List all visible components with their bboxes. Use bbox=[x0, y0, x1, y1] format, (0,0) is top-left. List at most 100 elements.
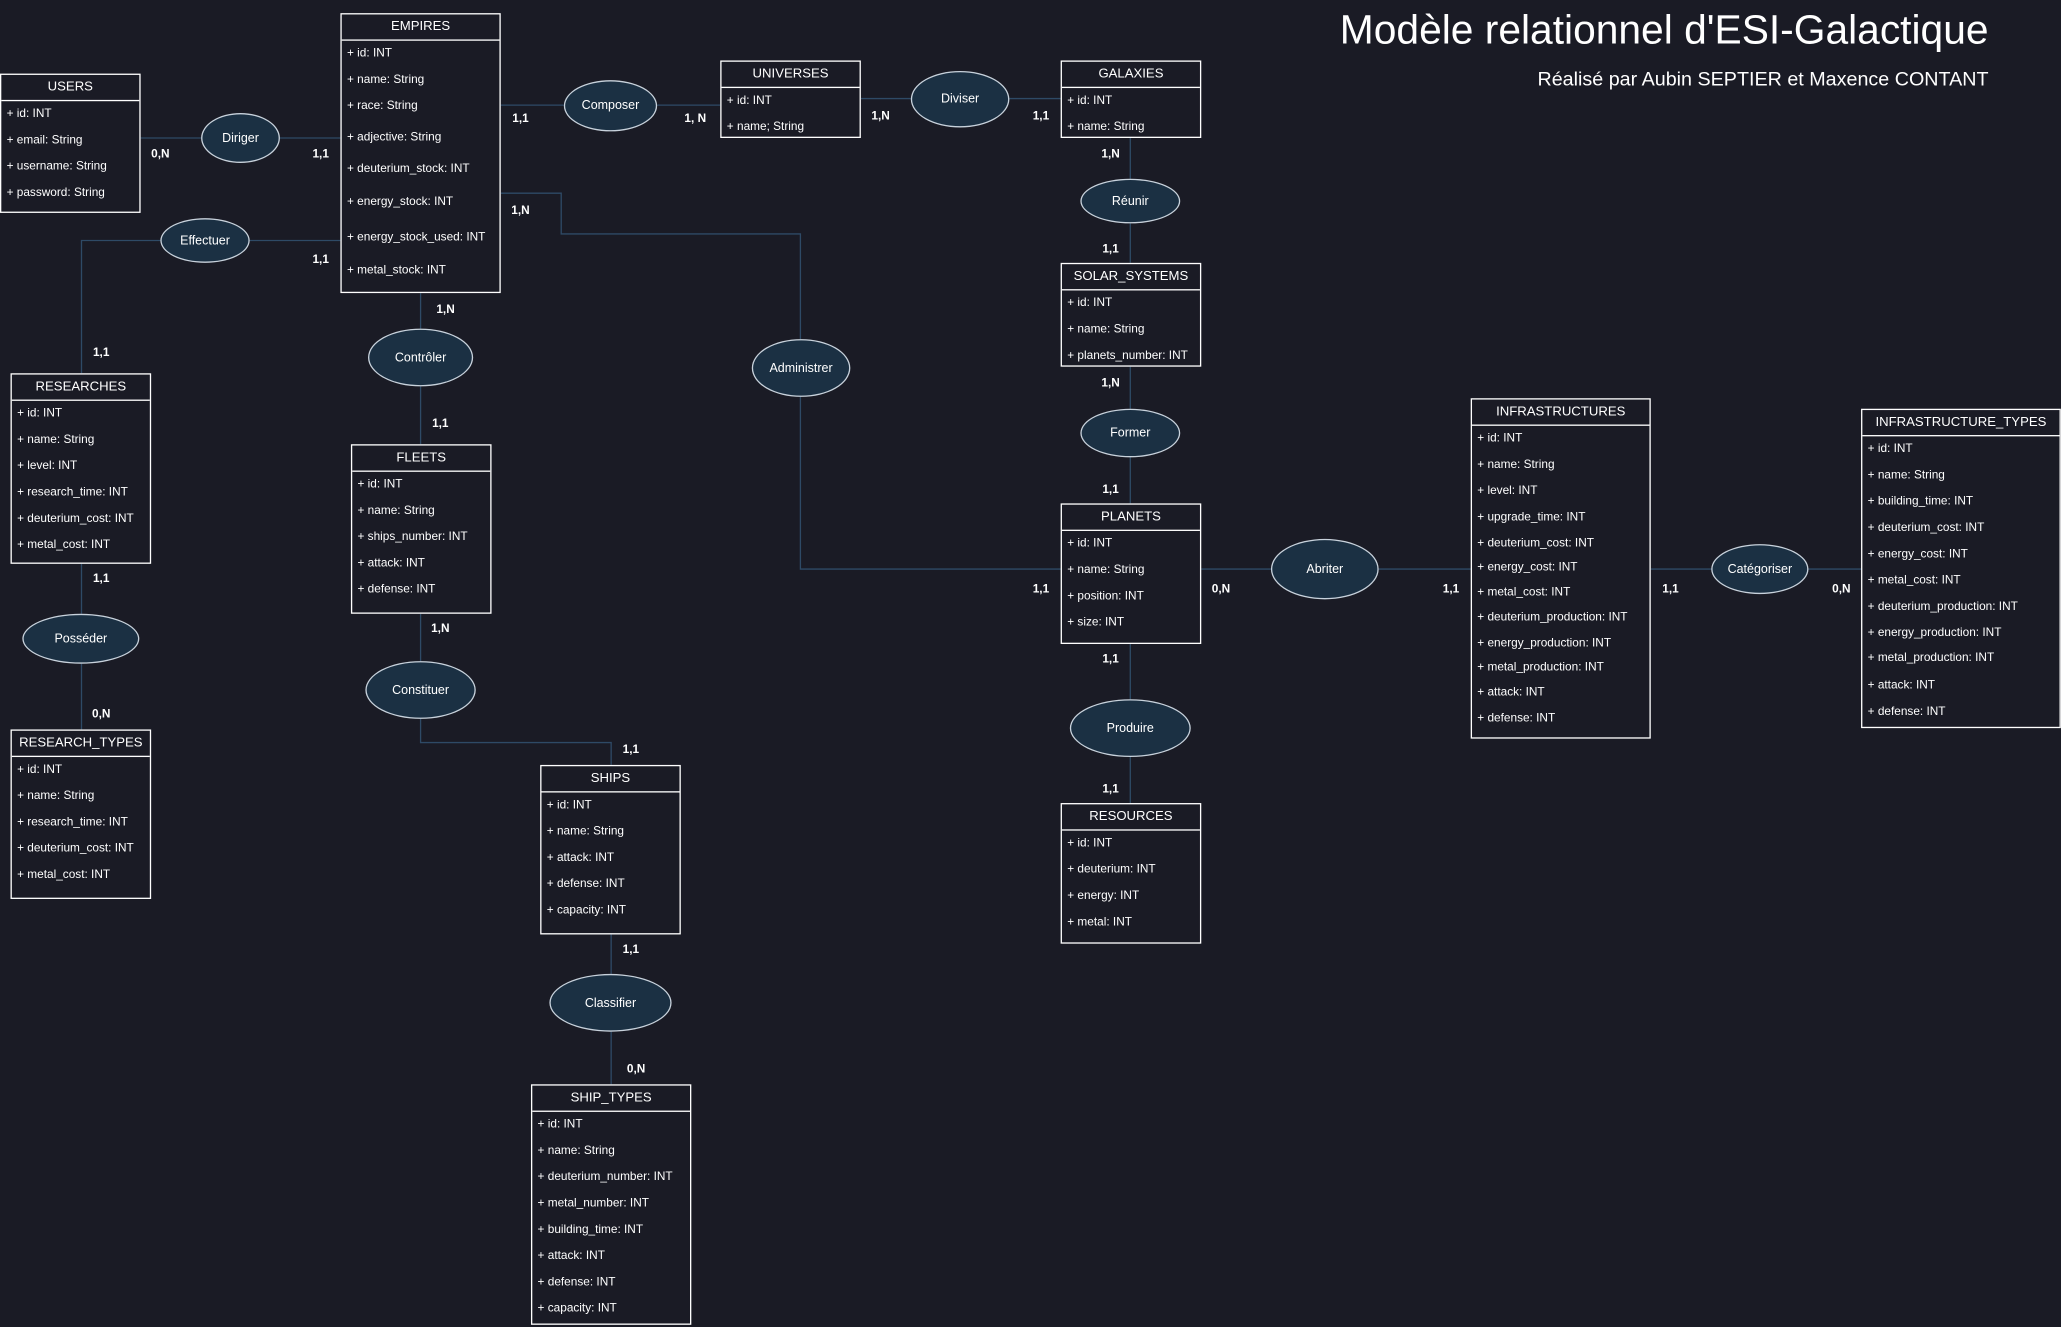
entity-infrastructures: INFRASTRUCTURES + id: INT + name: String… bbox=[1470, 398, 1651, 739]
attribute: + id: INT bbox=[1867, 441, 1913, 455]
attribute: + ships_number: INT bbox=[357, 529, 468, 543]
diagram-subtitle: Réalisé par Aubin SEPTIER et Maxence CON… bbox=[1537, 68, 1989, 91]
attribute: + deuterium_cost: INT bbox=[17, 511, 134, 525]
attribute: + metal_number: INT bbox=[537, 1196, 649, 1210]
attribute: + attack: INT bbox=[537, 1248, 605, 1262]
attribute: + defense: INT bbox=[357, 582, 436, 596]
attribute: + id: INT bbox=[546, 797, 592, 811]
entity-fleets: FLEETS + id: INT + name: String + ships_… bbox=[350, 444, 492, 614]
entity-researches: RESEARCHES + id: INT + name: String + le… bbox=[10, 373, 152, 564]
relation-classifier: Classifier bbox=[549, 973, 672, 1032]
relation-controler: Contrôler bbox=[368, 328, 474, 387]
entity-name: INFRASTRUCTURE_TYPES bbox=[1862, 410, 2060, 437]
attribute: + defense: INT bbox=[1867, 704, 1946, 718]
attribute: + capacity: INT bbox=[546, 902, 626, 917]
attribute: + defense: INT bbox=[537, 1274, 616, 1289]
attribute: + username: String bbox=[6, 159, 107, 173]
attribute: + id: INT bbox=[726, 93, 772, 107]
attribute: + email: String bbox=[6, 132, 83, 146]
attribute: + metal_production: INT bbox=[1867, 650, 1995, 664]
entity-name: SHIP_TYPES bbox=[532, 1086, 691, 1112]
attribute: + metal_cost: INT bbox=[1867, 573, 1961, 587]
entity-ship-types: SHIP_TYPES + id: INT + name: String + de… bbox=[530, 1084, 692, 1325]
attribute: + id: INT bbox=[1067, 93, 1113, 107]
link-effectuer-researches bbox=[80, 239, 161, 374]
attribute: + energy_stock_used: INT bbox=[346, 230, 486, 244]
relation-diviser: Diviser bbox=[910, 70, 1010, 128]
entity-name: USERS bbox=[1, 75, 140, 102]
entity-users: USERS + id: INT + email: String + userna… bbox=[0, 73, 141, 213]
attribute: + attack: INT bbox=[1867, 678, 1936, 692]
attribute: + name; String bbox=[726, 119, 805, 133]
attribute: + password: String bbox=[6, 185, 105, 199]
cardinality-label: 0,N bbox=[151, 147, 170, 161]
attribute: + attack: INT bbox=[546, 850, 615, 864]
attribute: + energy: INT bbox=[1067, 888, 1140, 902]
cardinality-label: 1,1 bbox=[1032, 582, 1050, 596]
attribute: + name: String bbox=[1867, 467, 1945, 482]
attribute: + energy_stock: INT bbox=[346, 194, 454, 208]
entity-name: RESEARCHES bbox=[11, 375, 150, 401]
cardinality-label: 0,N bbox=[1211, 582, 1231, 596]
relation-composer: Composer bbox=[563, 80, 658, 132]
cardinality-label: 1,N bbox=[1101, 375, 1120, 390]
attribute: + id: INT bbox=[1067, 295, 1113, 309]
attribute: + attack: INT bbox=[357, 555, 425, 570]
attribute: + defense: INT bbox=[546, 876, 625, 890]
attribute: + name: String bbox=[357, 503, 435, 517]
attribute: + name: String bbox=[537, 1143, 615, 1157]
entity-name: UNIVERSES bbox=[721, 62, 860, 89]
relation-administrer: Administrer bbox=[751, 339, 851, 397]
attribute: + deuterium_number: INT bbox=[537, 1169, 673, 1183]
cardinality-label: 1,1 bbox=[622, 742, 640, 756]
entity-empires: EMPIRES + id: INT + name: String + race:… bbox=[340, 13, 501, 294]
cardinality-label: 1,1 bbox=[1442, 582, 1460, 596]
attribute: + position: INT bbox=[1067, 588, 1144, 602]
cardinality-label: 1,1 bbox=[622, 942, 640, 956]
attribute: + metal_production: INT bbox=[1477, 659, 1604, 673]
attribute: + metal_stock: INT bbox=[346, 262, 446, 277]
cardinality-label: 0,N bbox=[91, 707, 111, 721]
attribute: + deuterium_stock: INT bbox=[346, 161, 470, 175]
entity-name: GALAXIES bbox=[1061, 62, 1200, 89]
entity-solar-systems: SOLAR_SYSTEMS + id: INT + name: String +… bbox=[1060, 262, 1202, 367]
entity-research-types: RESEARCH_TYPES + id: INT + name: String … bbox=[10, 729, 152, 899]
attribute: + name: String bbox=[17, 432, 95, 446]
cardinality-label: 1,1 bbox=[432, 416, 449, 430]
cardinality-label: 1,1 bbox=[1102, 651, 1119, 666]
relation-diriger: Diriger bbox=[201, 113, 280, 163]
attribute: + energy_cost: INT bbox=[1477, 559, 1578, 574]
entity-universes: UNIVERSES + id: INT + name; String bbox=[720, 60, 861, 139]
cardinality-label: 1,1 bbox=[1662, 582, 1679, 596]
cardinality-label: 1,N bbox=[871, 109, 890, 123]
attribute: + metal: INT bbox=[1067, 914, 1132, 928]
attribute: + name: String bbox=[546, 824, 625, 838]
attribute: + deuterium_cost: INT bbox=[17, 841, 134, 855]
entity-name: PLANETS bbox=[1061, 505, 1200, 531]
attribute: + deuterium_cost: INT bbox=[1867, 520, 1985, 534]
link-constituer-ships bbox=[419, 718, 612, 765]
attribute: + upgrade_time: INT bbox=[1477, 509, 1586, 524]
attribute: + capacity: INT bbox=[537, 1301, 617, 1315]
cardinality-label: 1,1 bbox=[512, 111, 529, 125]
attribute: + metal_cost: INT bbox=[1477, 584, 1571, 599]
attribute: + metal_cost: INT bbox=[17, 537, 111, 551]
entity-infrastructure-types: INFRASTRUCTURE_TYPES + id: INT + name: S… bbox=[1861, 408, 2061, 729]
cardinality-label: 1,1 bbox=[312, 147, 329, 161]
cardinality-label: 1,N bbox=[436, 302, 455, 316]
attribute: + id: INT bbox=[1067, 835, 1113, 850]
attribute: + id: INT bbox=[346, 46, 393, 60]
relation-reunir: Réunir bbox=[1080, 178, 1181, 224]
relation-categoriser: Catégoriser bbox=[1711, 544, 1809, 595]
attribute: + building_time: INT bbox=[537, 1222, 644, 1236]
entity-name: FLEETS bbox=[352, 446, 491, 472]
cardinality-label: 1,1 bbox=[1102, 241, 1119, 255]
attribute: + name: String bbox=[1067, 322, 1145, 336]
attribute: + size: INT bbox=[1067, 615, 1125, 629]
attribute: + level: INT bbox=[1477, 483, 1538, 497]
relation-constituer: Constituer bbox=[365, 661, 476, 719]
attribute: + race: String bbox=[346, 98, 418, 112]
entity-ships: SHIPS + id: INT + name: String + attack:… bbox=[540, 764, 681, 935]
relation-posseder: Posséder bbox=[22, 613, 140, 664]
